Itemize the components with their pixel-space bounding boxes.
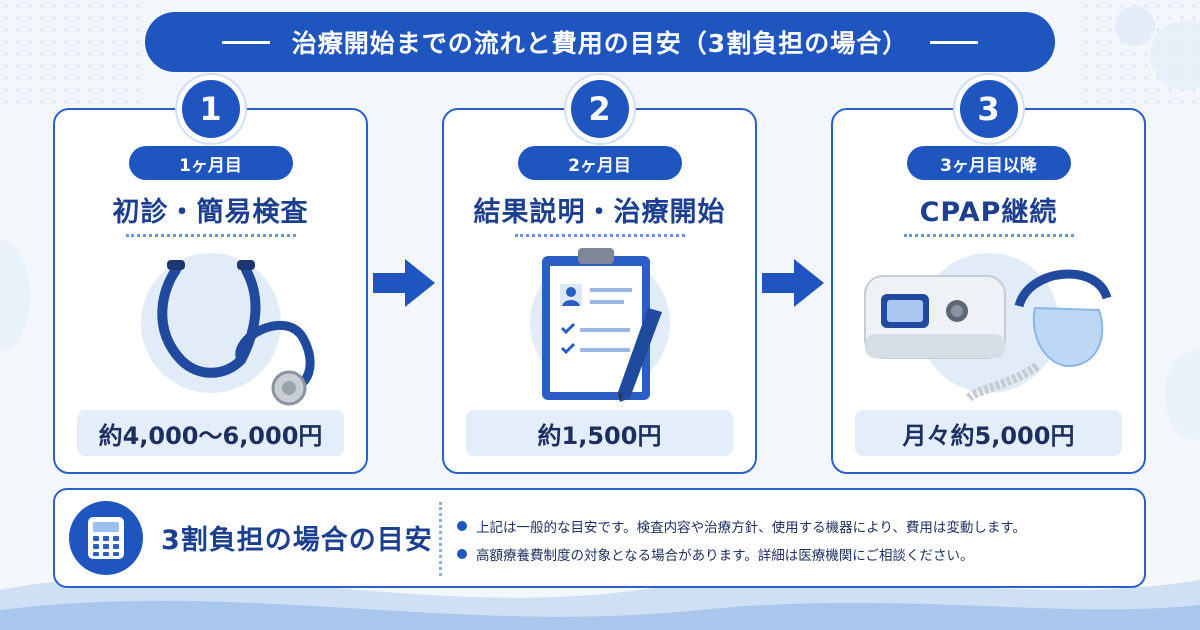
arrow-right-icon — [762, 259, 824, 307]
note-text: 上記は一般的な目安です。検査内容や治療方針、使用する機器により、費用は変動します… — [476, 520, 1026, 536]
background-bubble — [1150, 20, 1200, 90]
note-list: 上記は一般的な目安です。検査内容や治療方針、使用する機器により、費用は変動します… — [457, 512, 1026, 568]
cpap-machine-icon — [863, 253, 1111, 402]
title-banner: 治療開始までの流れと費用の目安（3割負担の場合） — [145, 12, 1055, 72]
step-name: CPAP継続 — [919, 197, 1058, 228]
background-wave — [0, 577, 1200, 630]
dotted-divider — [903, 234, 1074, 237]
bullet-icon — [457, 549, 467, 559]
step-cost: 約4,000〜6,000円 — [77, 410, 344, 456]
dotted-divider — [125, 234, 296, 237]
background-dots — [0, 0, 140, 110]
step-card-2: 2 2ヶ月目 結果説明・治療開始 約1,500円 — [442, 80, 757, 474]
list-item: 上記は一般的な目安です。検査内容や治療方針、使用する機器により、費用は変動します… — [457, 512, 1026, 540]
step-name: 初診・簡易検査 — [112, 197, 309, 228]
page-title: 治療開始までの流れと費用の目安（3割負担の場合） — [291, 29, 909, 58]
clipboard-icon — [529, 248, 670, 402]
background-bubble — [0, 240, 30, 350]
background-bubble — [1115, 6, 1155, 46]
dotted-divider — [514, 234, 685, 237]
step-period: 2ヶ月目 — [517, 146, 682, 180]
step-name: 結果説明・治療開始 — [473, 197, 726, 228]
step-period: 1ヶ月目 — [128, 146, 293, 180]
stethoscope-icon — [140, 253, 315, 406]
note-heading: 3割負担の場合の目安 — [161, 525, 433, 556]
step-card-3: 3 3ヶ月目以降 CPAP継続 月々約5,000円 — [831, 80, 1146, 474]
step-period: 3ヶ月目以降 — [906, 146, 1071, 180]
title-dash-left — [221, 40, 270, 44]
arrow-right-icon — [373, 259, 435, 307]
calculator-icon — [69, 501, 143, 575]
dotted-divider — [439, 502, 442, 576]
bullet-icon — [457, 521, 467, 531]
step-number: 3 — [959, 80, 1018, 138]
background-bubble — [1165, 350, 1200, 440]
cost-note-box: 3割負担の場合の目安 上記は一般的な目安です。検査内容や治療方針、使用する機器に… — [53, 488, 1146, 588]
list-item: 高額療養費制度の対象となる場合があります。詳細は医療機関にご相談ください。 — [457, 540, 1026, 568]
step-cost: 約1,500円 — [466, 410, 733, 456]
step-number: 1 — [181, 80, 240, 138]
step-card-1: 1 1ヶ月目 初診・簡易検査 約4,000〜6,000円 — [53, 80, 368, 474]
step-cost: 月々約5,000円 — [855, 410, 1122, 456]
step-number: 2 — [570, 80, 629, 138]
title-dash-right — [930, 40, 979, 44]
note-text: 高額療養費制度の対象となる場合があります。詳細は医療機関にご相談ください。 — [476, 548, 974, 564]
